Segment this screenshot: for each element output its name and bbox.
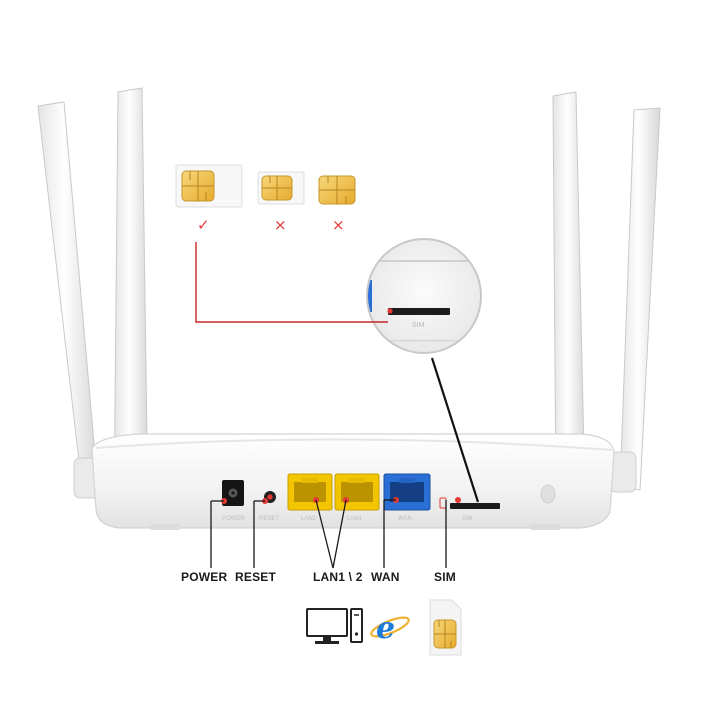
desktop-computer-icon: [306, 608, 363, 644]
rejected-mark-nano: ×: [332, 216, 345, 234]
port-silkscreen: POWER RESET LAN2 LAN1 WAN SIM: [222, 516, 473, 522]
lan-port-2: [334, 473, 380, 511]
sim-label: SIM: [434, 570, 456, 584]
sim-slot-zoom-callout: SIM: [366, 238, 482, 354]
sim-card-nano: [318, 175, 356, 205]
internet-explorer-icon: e: [370, 611, 410, 646]
accepted-mark: ✓: [197, 216, 210, 234]
svg-text:SIM: SIM: [462, 516, 473, 522]
rejected-mark-micro: ×: [274, 216, 287, 234]
svg-text:POWER: POWER: [222, 516, 245, 522]
svg-text:LAN2: LAN2: [301, 516, 317, 522]
svg-text:SIM: SIM: [412, 322, 425, 329]
zoom-pointer-line: [430, 357, 480, 503]
sim-card-standard: [175, 164, 243, 208]
lan-port-1: [287, 473, 333, 511]
sim-card-icon: [429, 599, 462, 656]
reset-label: RESET: [235, 570, 277, 584]
power-label: POWER: [181, 570, 228, 584]
svg-text:WAN: WAN: [398, 516, 412, 522]
wan-port: [383, 473, 431, 511]
svg-text:e: e: [376, 611, 395, 646]
svg-text:RESET: RESET: [259, 516, 279, 522]
label-leader-lines: [210, 499, 447, 569]
sim-card-micro: [257, 171, 305, 205]
antenna-right-outer: [609, 107, 661, 493]
accepted-sim-callout-line: [195, 242, 388, 323]
antenna-left-outer: [37, 101, 101, 499]
wan-label: WAN: [371, 570, 400, 584]
lan-label: LAN1 \ 2: [313, 570, 363, 584]
svg-text:LAN1: LAN1: [347, 516, 363, 522]
power-jack: [222, 480, 244, 506]
